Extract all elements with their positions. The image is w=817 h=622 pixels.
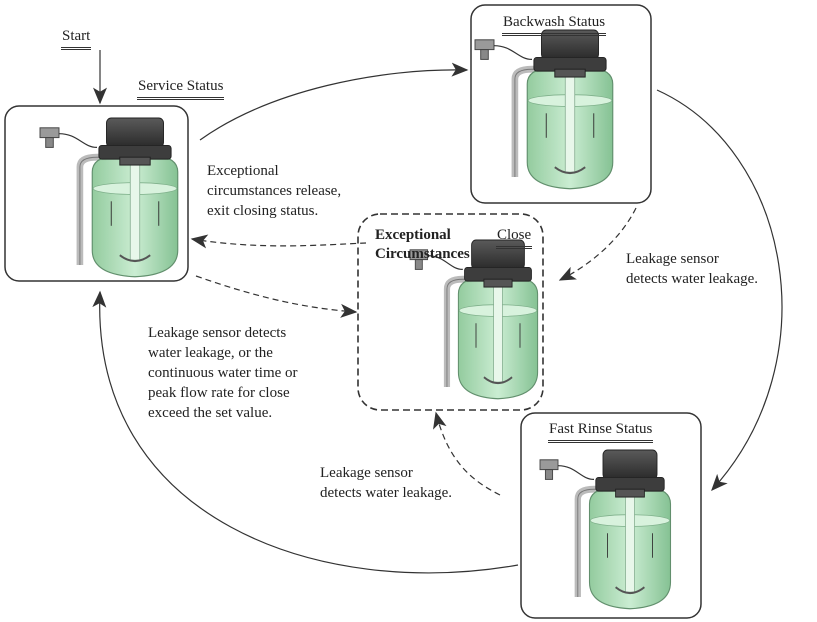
exceptional-title-line1: Exceptional: [375, 227, 451, 243]
service-to-close-text-line4: peak flow rate for close: [148, 385, 290, 401]
fast-rinse-status-label: Fast Rinse Status: [548, 420, 654, 443]
release-text-line3: exit closing status.: [207, 203, 319, 219]
rinse-leak-text-line2: detects water leakage.: [320, 485, 453, 501]
backwash-status-label: Backwash Status: [502, 13, 607, 36]
exceptional-box: [357, 213, 544, 411]
rinse-leak-text-line1: Leakage sensor: [320, 465, 413, 481]
backwash-status-box: [470, 4, 652, 204]
backwash-to-close-arrow: [558, 207, 637, 281]
start-label: Start: [61, 27, 92, 50]
release-arrow: [190, 234, 367, 249]
rinse-to-service-arrow: [92, 290, 519, 574]
release-text-line1: Exceptional: [207, 163, 279, 179]
backwash-leak-text-line1: Leakage sensor: [626, 251, 719, 267]
close-tag: Close: [496, 226, 533, 249]
service-to-close-arrow: [195, 275, 358, 318]
rinse-unit-illustration: [540, 450, 671, 609]
exceptional-title-line2: Circumstances: [375, 246, 470, 262]
service-status-box: [4, 105, 189, 282]
backwash-unit-illustration: [475, 30, 613, 189]
service-to-close-text-line1: Leakage sensor detects: [148, 325, 287, 341]
service-unit-illustration: [40, 118, 178, 277]
release-text-line2: circumstances release,: [207, 183, 342, 199]
service-status-label: Service Status: [137, 77, 225, 100]
fast-rinse-status-box: [520, 412, 702, 619]
service-to-backwash-arrow: [199, 62, 469, 141]
rinse-to-close-arrow: [433, 411, 501, 496]
backwash-leak-text-line2: detects water leakage.: [626, 271, 759, 287]
service-to-close-text-line2: water leakage, or the: [148, 345, 273, 361]
service-to-close-text-line5: exceed the set value.: [148, 405, 273, 421]
backwash-to-rinse-arrow: [656, 89, 783, 492]
service-to-close-text-line3: continuous water time or: [148, 365, 298, 381]
